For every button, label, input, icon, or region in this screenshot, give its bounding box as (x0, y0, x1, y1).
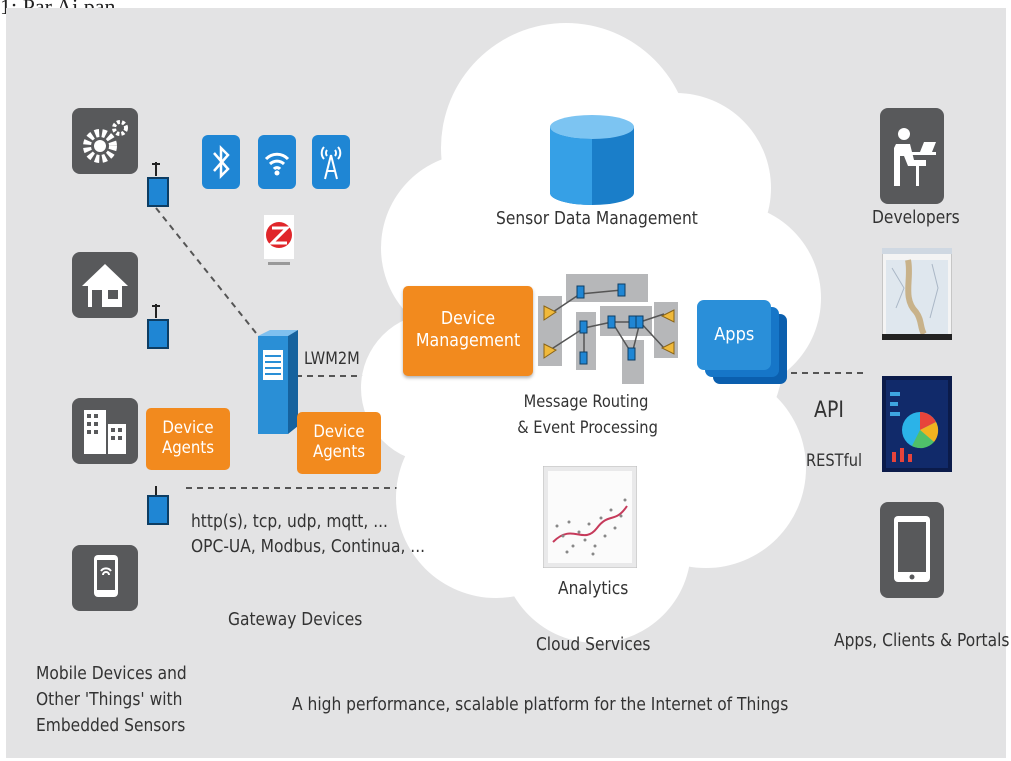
house-icon (72, 252, 138, 318)
device-agents-line-1: Device (313, 422, 365, 442)
devices-label-line-3: Embedded Sensors (36, 715, 186, 736)
cloud-services-label: Cloud Services (536, 634, 651, 655)
device-agents-line-2: Agents (312, 442, 366, 462)
sensor-cube-icon (147, 162, 169, 207)
sensor-data-label: Sensor Data Management (496, 208, 698, 229)
zigbee-icon (264, 215, 294, 265)
devices-label-line-2: Other 'Things' with (36, 689, 183, 710)
apps-label: Apps (713, 324, 755, 345)
diagram-panel: Device Agents Device Agents LWM2M http(s… (6, 8, 1010, 758)
device-agents-line-1: Device (162, 418, 214, 438)
device-management-line-2: Management (415, 330, 521, 351)
restful-label: RESTful (806, 451, 863, 471)
cell-tower-icon (312, 135, 350, 189)
smartphone-icon (72, 545, 138, 611)
lwm2m-label: LWM2M (304, 349, 360, 369)
sensor-cube-icon (147, 304, 169, 349)
api-label: API (814, 398, 844, 423)
sensor-cube-icon (147, 486, 169, 525)
clients-label: Apps, Clients & Portals (834, 630, 1010, 651)
tagline: A high performance, scalable platform fo… (292, 694, 789, 715)
developers-icon (880, 108, 944, 204)
tablet-icon (880, 502, 944, 598)
device-management-box: Device Management (403, 286, 533, 376)
gateway-devices-label: Gateway Devices (228, 609, 363, 630)
device-agents-box: Device Agents (146, 408, 230, 470)
gears-icon (72, 108, 138, 174)
routing-label-line-1: Message Routing (523, 392, 649, 412)
analytics-chart-icon (543, 466, 637, 568)
gears-to-gateway-line (155, 207, 269, 349)
wifi-icon (258, 135, 296, 189)
bluetooth-icon (202, 135, 240, 189)
devices-label-line-1: Mobile Devices and (36, 663, 187, 684)
protocols-line-1: http(s), tcp, udp, mqtt, ... (191, 511, 388, 532)
database-icon (550, 115, 634, 205)
developers-label: Developers (872, 207, 960, 228)
device-agents-line-2: Agents (161, 438, 215, 458)
analytics-label: Analytics (558, 578, 629, 599)
device-management-line-1: Device (440, 308, 496, 329)
buildings-icon (72, 398, 138, 464)
map-screenshot-icon (882, 248, 952, 340)
apps-box: Apps (697, 300, 771, 370)
dashboard-screenshot-icon (882, 376, 952, 472)
protocols-line-2: OPC-UA, Modbus, Continua, ... (191, 536, 426, 557)
connector-lines (155, 207, 868, 489)
gateway-server-icon (258, 330, 298, 434)
gateway-device-agents-box: Device Agents (297, 412, 381, 474)
routing-label-line-2: & Event Processing (517, 418, 658, 438)
message-routing-icon (538, 274, 678, 384)
